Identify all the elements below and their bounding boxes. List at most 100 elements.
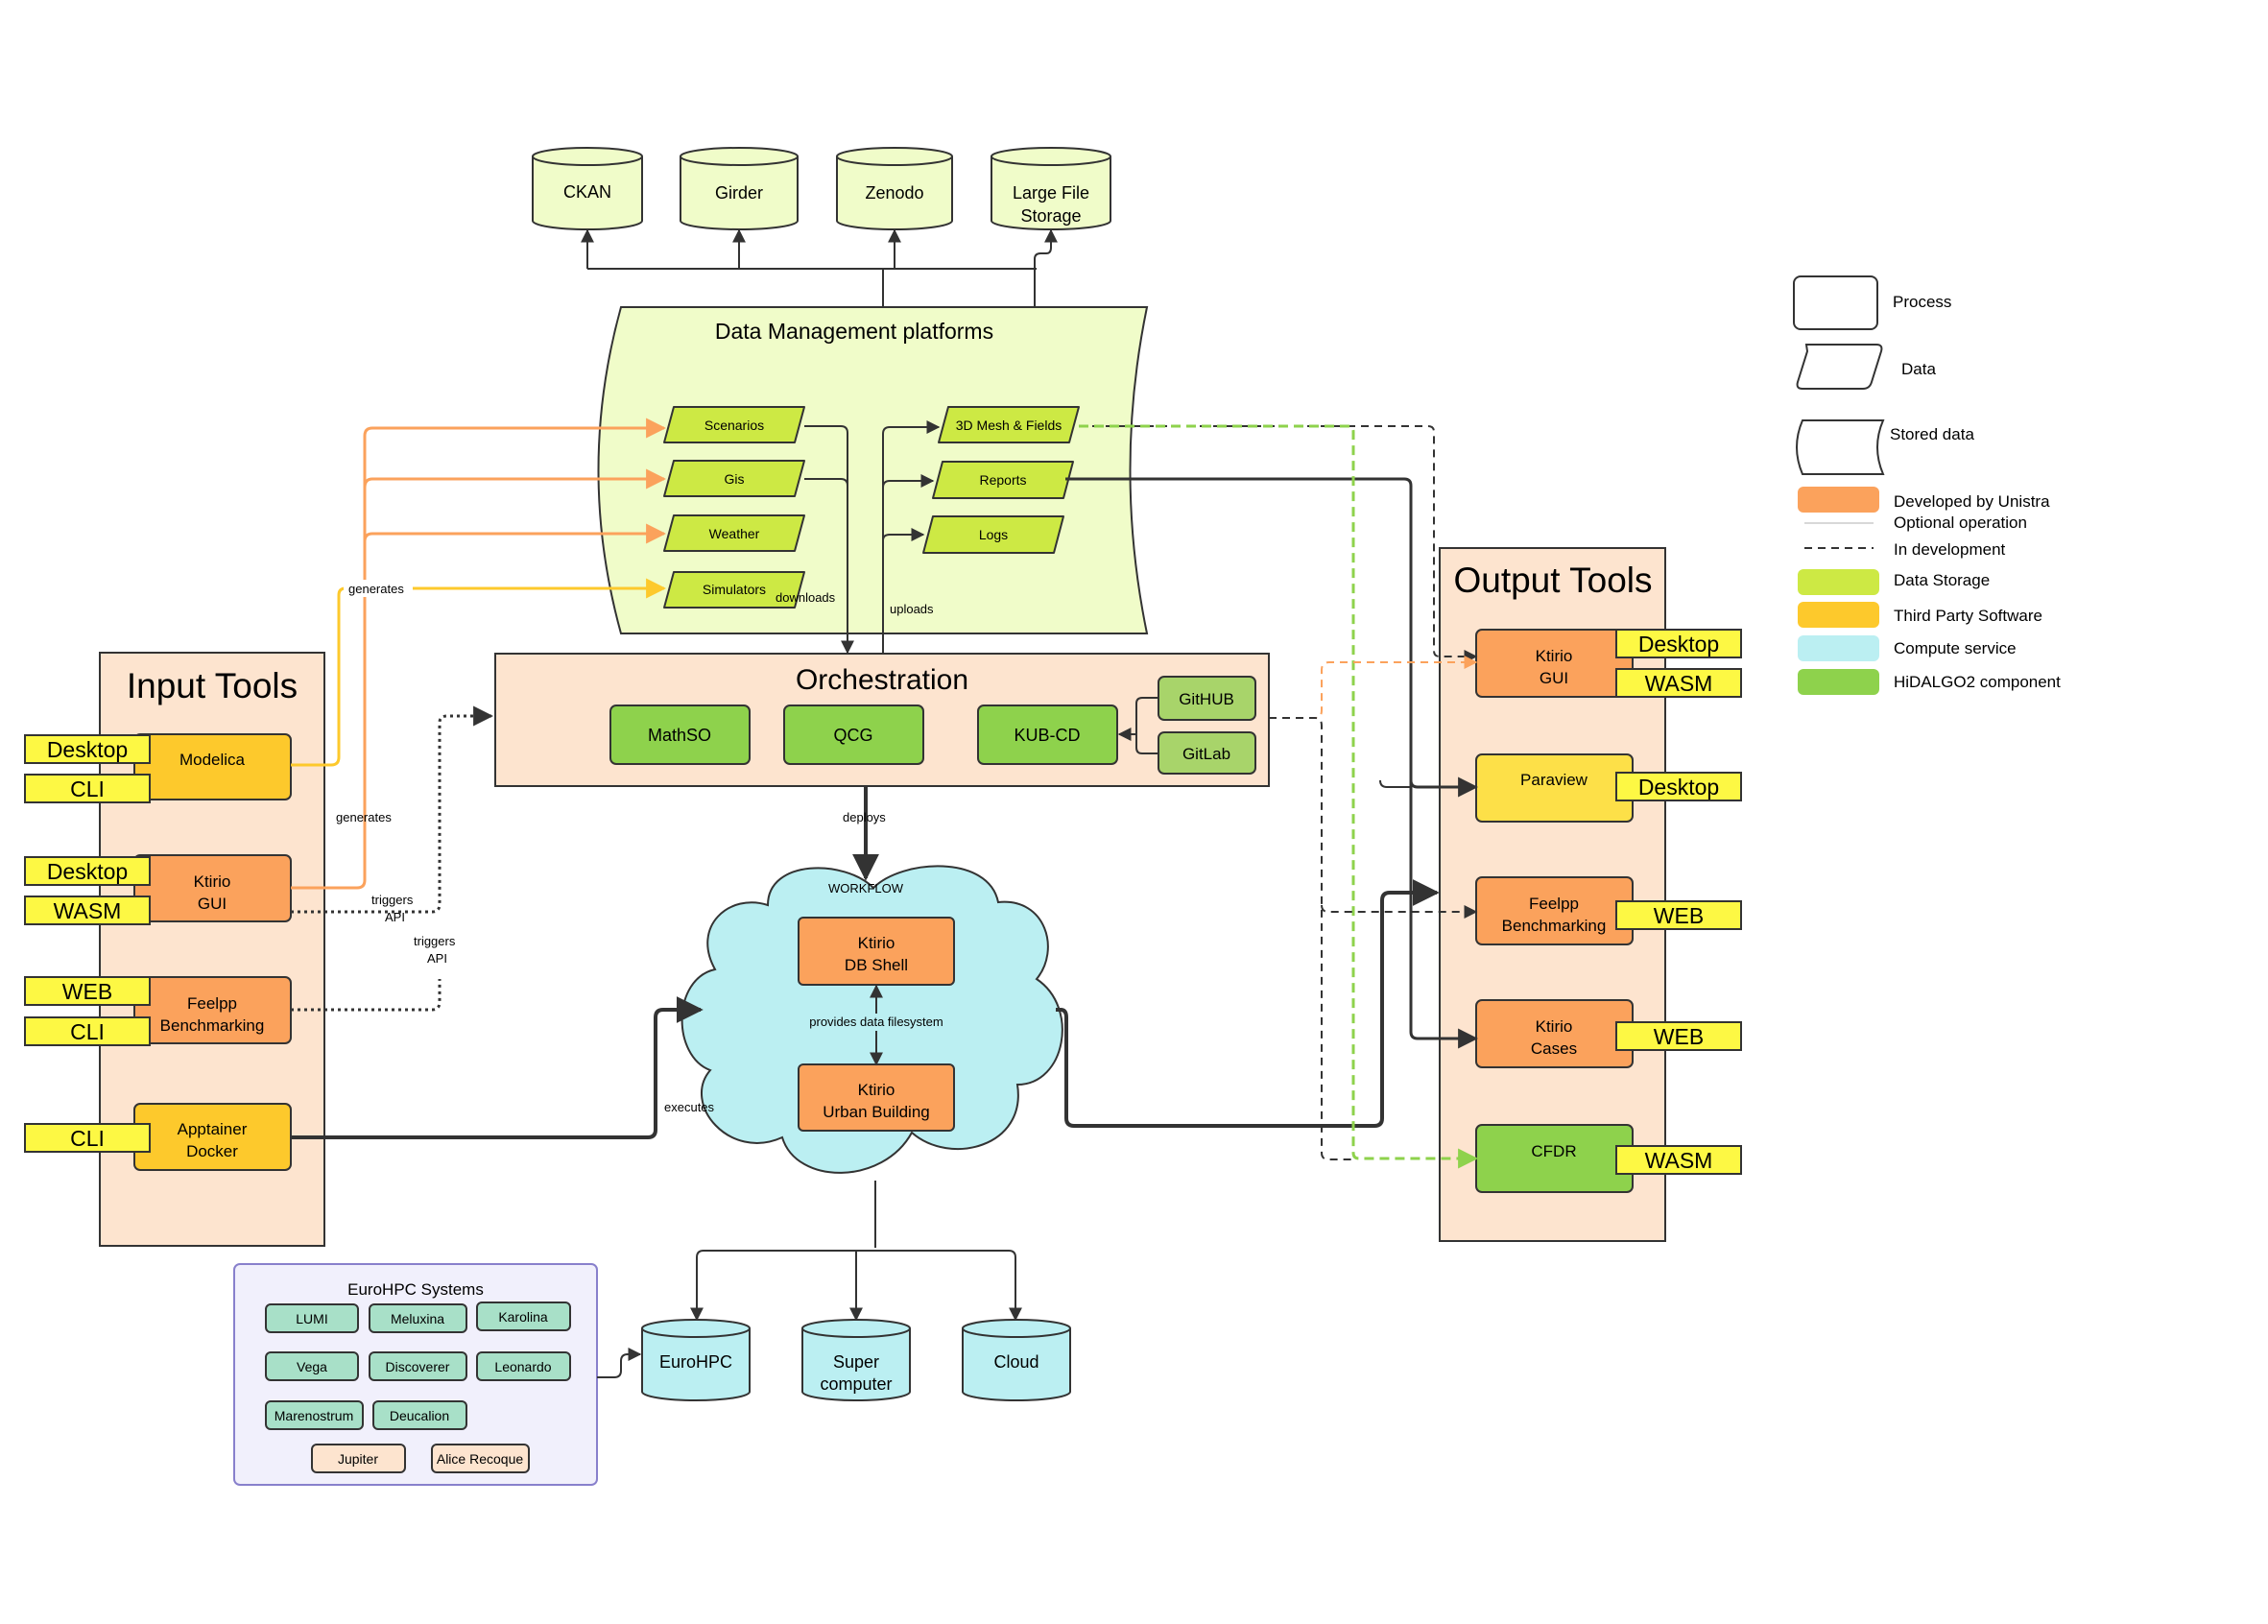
executes-connector: executes: [291, 996, 715, 1139]
system-jupiter: Jupiter: [338, 1451, 378, 1467]
github-label: GitHUB: [1179, 690, 1234, 708]
git-connectors: [1117, 697, 1158, 754]
apptainer-label-1: Apptainer: [178, 1120, 248, 1138]
storage-connectors: [581, 228, 1058, 406]
system-leonardo: Leonardo: [494, 1359, 551, 1374]
system-meluxina: Meluxina: [391, 1311, 444, 1326]
ckan-storage: CKAN: [532, 147, 643, 230]
orchestration-title: Orchestration: [796, 664, 968, 696]
ktirio-gui-input-label-2: GUI: [198, 895, 227, 913]
tag-cli-apptainer: CLI: [70, 1126, 105, 1151]
legend-hidalgo-swatch: [1798, 669, 1879, 695]
urban-label-2: Urban Building: [823, 1103, 930, 1121]
dbshell-label-1: Ktirio: [858, 934, 895, 952]
eurohpc-label: EuroHPC: [659, 1352, 732, 1372]
legend-compute-label: Compute service: [1894, 639, 2017, 657]
legend-unistra-swatch: [1798, 487, 1879, 513]
ckan-label: CKAN: [563, 182, 611, 202]
paraview-process: Paraview: [1475, 753, 1634, 823]
qcg-component: QCG: [783, 705, 924, 765]
executes-label: executes: [664, 1100, 715, 1114]
gis-label: Gis: [725, 471, 745, 487]
dbshell-label-2: DB Shell: [845, 956, 908, 974]
girder-storage: Girder: [680, 147, 799, 230]
feelpp-output-process: Feelpp Benchmarking: [1475, 876, 1634, 945]
legend-hidalgo-label: HiDALGO2 component: [1894, 673, 2061, 691]
tag-cli-feelpp: CLI: [70, 1019, 105, 1044]
large-file-label-2: Storage: [1020, 206, 1081, 226]
cfdr-label: CFDR: [1531, 1142, 1576, 1160]
legend-stored-label: Stored data: [1890, 425, 1974, 443]
legend: Process Data Stored data Developed by Un…: [1793, 275, 2061, 695]
cases-label-2: Cases: [1531, 1039, 1577, 1058]
generates-label-2: generates: [336, 810, 392, 824]
kubcd-label: KUB-CD: [1014, 726, 1080, 745]
ktirio-gui-output-label-1: Ktirio: [1536, 647, 1573, 665]
tag-wasm-ktirio: WASM: [54, 898, 122, 923]
legend-data-storage-swatch: [1798, 569, 1879, 595]
simulators-label: Simulators: [703, 582, 766, 597]
tag-web-feelpp-out: WEB: [1654, 903, 1704, 928]
output-tags: Desktop WASM Desktop WEB WEB WASM: [1615, 629, 1742, 1175]
eurohpc-systems-items: LUMI Meluxina Karolina Vega Discoverer L…: [265, 1302, 571, 1473]
generates-connectors: [291, 418, 667, 890]
system-vega: Vega: [297, 1359, 327, 1374]
large-file-label-1: Large File: [1013, 183, 1089, 203]
input-tools-title: Input Tools: [127, 666, 298, 705]
provides-label: provides data filesystem: [809, 1015, 943, 1029]
apptainer-label-2: Docker: [186, 1142, 238, 1160]
weather-data: Weather: [663, 514, 805, 552]
provides-connector: provides data filesystem: [804, 984, 948, 1066]
ktirio-urban-process: Ktirio Urban Building: [798, 1063, 955, 1132]
output-connectors: [1065, 424, 1479, 1169]
gitlab-component: GitLab: [1158, 731, 1256, 775]
qcg-label: QCG: [833, 726, 872, 745]
output-tools-title: Output Tools: [1453, 561, 1652, 600]
scenarios-label: Scenarios: [704, 418, 764, 433]
legend-data-label: Data: [1901, 360, 1936, 378]
workflow-title: WORKFLOW: [828, 881, 904, 896]
tag-cli-modelica: CLI: [70, 776, 105, 801]
mathso-label: MathSO: [648, 726, 711, 745]
legend-process-swatch: [1793, 275, 1878, 330]
super-label-2: computer: [820, 1374, 892, 1394]
tag-web-cases: WEB: [1654, 1024, 1704, 1049]
super-label-1: Super: [833, 1352, 879, 1372]
ktirio-cases-process: Ktirio Cases: [1475, 999, 1634, 1068]
triggers-1-label-b: API: [385, 910, 405, 924]
feelpp-output-label-2: Benchmarking: [1502, 917, 1607, 935]
legend-optional-label: Optional operation: [1894, 513, 2027, 532]
modelica-process: Modelica: [133, 733, 292, 800]
kubcd-component: KUB-CD: [977, 705, 1118, 765]
scenarios-data: Scenarios: [663, 406, 805, 443]
tag-wasm-ktirio-out: WASM: [1645, 671, 1713, 696]
ktirio-gui-input-process: Ktirio GUI: [133, 854, 292, 922]
gis-data: Gis: [663, 460, 805, 497]
feelpp-input-label-2: Benchmarking: [160, 1016, 265, 1035]
ktirio-gui-output-process: Ktirio GUI: [1475, 629, 1634, 698]
input-tags: Desktop CLI Desktop WASM WEB CLI CLI: [24, 734, 151, 1153]
legend-third-party-swatch: [1798, 602, 1879, 628]
legend-stored-swatch: [1796, 419, 1885, 475]
system-karolina: Karolina: [498, 1309, 548, 1325]
workflow-output-connector: [1056, 879, 1440, 1128]
paraview-label: Paraview: [1520, 771, 1588, 789]
tag-web-feelpp: WEB: [62, 979, 112, 1004]
zenodo-label: Zenodo: [865, 183, 923, 203]
reports-data: Reports: [932, 461, 1074, 499]
tag-wasm-cfdr: WASM: [1645, 1148, 1713, 1173]
reports-label: Reports: [979, 472, 1026, 488]
legend-compute-swatch: [1798, 635, 1879, 661]
eurohpc-systems-connector: [597, 1348, 642, 1378]
girder-label: Girder: [715, 183, 763, 203]
feelpp-output-label-1: Feelpp: [1529, 895, 1579, 913]
github-component: GitHUB: [1158, 676, 1256, 721]
triggers-2-label-a: triggers: [414, 934, 456, 948]
eurohpc-compute: EuroHPC: [641, 1319, 751, 1401]
feelpp-input-label-1: Feelpp: [187, 994, 237, 1013]
generates-label-bg: [344, 580, 413, 597]
system-deucalion: Deucalion: [390, 1408, 449, 1423]
mesh-fields-data: 3D Mesh & Fields: [938, 406, 1080, 443]
ktirio-gui-output-label-2: GUI: [1540, 669, 1568, 687]
